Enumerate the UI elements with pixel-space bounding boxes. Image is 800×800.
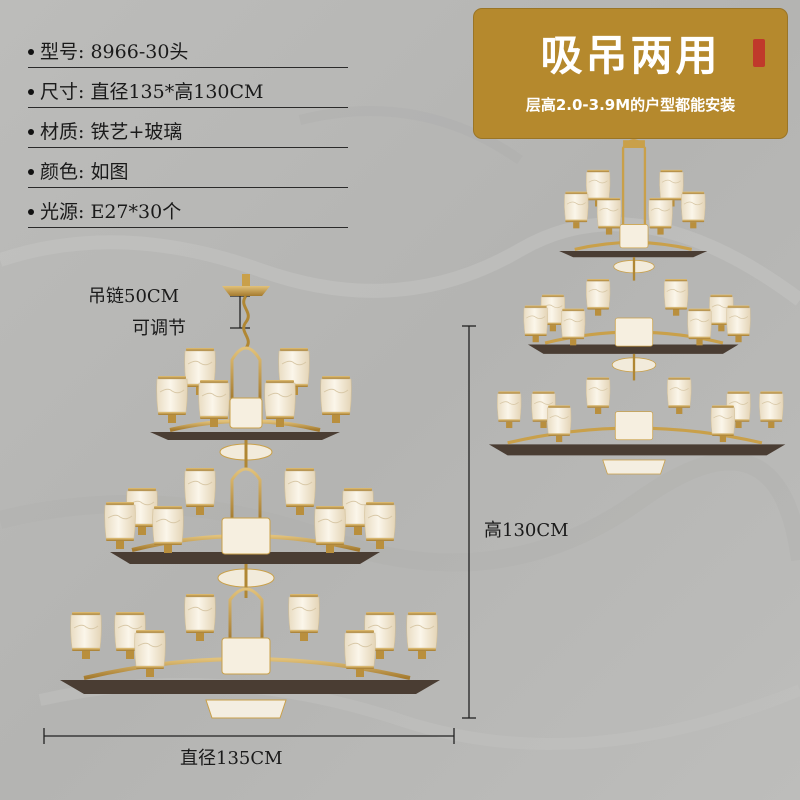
badge-subtitle: 层高2.0-3.9M的户型都能安装 xyxy=(525,96,736,114)
badge-title: 吸吊两用 xyxy=(540,31,721,80)
spec-key: 光源 xyxy=(40,201,79,223)
divider xyxy=(28,67,348,68)
spec-key: 型号 xyxy=(40,41,79,63)
spec-value: 直径135*高130CM xyxy=(90,81,264,103)
bullet-icon xyxy=(28,169,34,175)
spec-model: 型号: 8966-30头 xyxy=(28,40,348,70)
spec-key: 材质 xyxy=(40,121,79,143)
seal-stamp-icon xyxy=(753,39,765,67)
spec-material: 材质: 铁艺+玻璃 xyxy=(28,120,348,150)
spec-key: 颜色 xyxy=(40,161,79,183)
chain-length-label: 吊链50CM xyxy=(88,286,180,307)
spec-value: 8966-30头 xyxy=(90,41,189,63)
spec-light-source: 光源: E27*30个 xyxy=(28,200,348,230)
divider xyxy=(28,187,348,188)
bullet-icon xyxy=(28,129,34,135)
bullet-icon xyxy=(28,49,34,55)
divider xyxy=(28,147,348,148)
spec-key: 尺寸 xyxy=(40,81,79,103)
tier-top xyxy=(150,346,352,461)
bullet-icon xyxy=(28,209,34,215)
divider xyxy=(28,227,348,228)
tier-bottom xyxy=(60,587,440,719)
spec-value: E27*30个 xyxy=(90,201,182,223)
bullet-icon xyxy=(28,89,34,95)
tier-middle xyxy=(104,467,396,588)
chain-adjustable-label: 可调节 xyxy=(132,318,186,339)
spec-size: 尺寸: 直径135*高130CM xyxy=(28,80,348,110)
spec-color: 颜色: 如图 xyxy=(28,160,348,190)
install-mode-badge: 吸吊两用 层高2.0-3.9M的户型都能安装 xyxy=(474,9,787,138)
spec-value: 铁艺+玻璃 xyxy=(90,121,183,143)
height-label: 高130CM xyxy=(484,520,569,541)
diameter-label: 直径135CM xyxy=(180,748,283,769)
spec-value: 如图 xyxy=(90,161,129,183)
divider xyxy=(28,107,348,108)
